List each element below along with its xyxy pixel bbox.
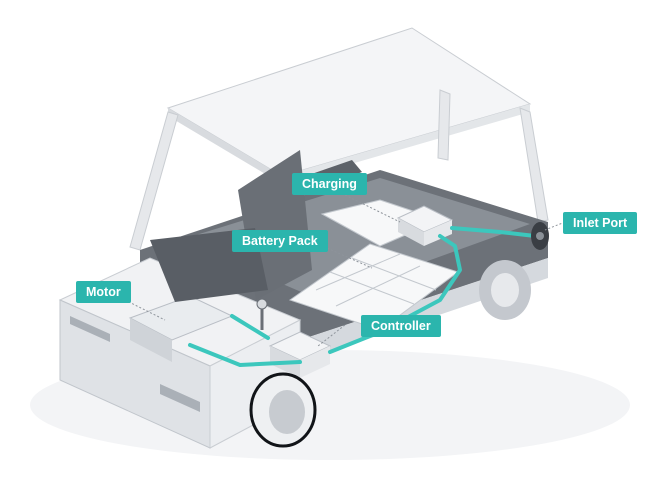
roof	[166, 27, 532, 177]
label-controller: Controller	[361, 315, 441, 337]
b-pillar-right	[519, 107, 549, 223]
rear-wheel-hub	[491, 273, 519, 307]
controller-side	[300, 346, 330, 378]
battery-pack	[288, 199, 460, 331]
gear-knob	[256, 298, 268, 310]
charger-side	[424, 220, 452, 246]
label-motor: Motor	[76, 281, 131, 303]
label-inlet-port: Inlet Port	[563, 212, 638, 234]
roof-edge	[168, 108, 282, 184]
front-wheel-hub	[269, 390, 305, 434]
a-pillar-left	[129, 111, 179, 251]
label-battery-pack: Battery Pack	[232, 230, 328, 252]
b-pillar-mid	[437, 89, 451, 161]
label-charging: Charging	[292, 173, 367, 195]
charger-front	[398, 218, 424, 246]
grille-top	[70, 316, 110, 342]
leader-lines	[124, 194, 566, 347]
motor-front	[130, 318, 172, 362]
inlet-port-socket	[536, 232, 544, 240]
grille-bottom	[160, 384, 200, 412]
